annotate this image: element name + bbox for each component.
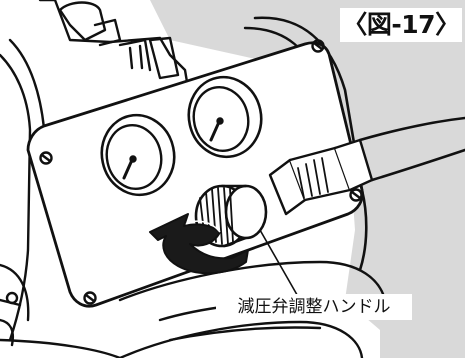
callout-leader-line — [259, 229, 301, 301]
pressure-gauge-left — [100, 113, 176, 197]
background-shade — [150, 0, 465, 358]
panel-screws — [39, 39, 363, 305]
regulator-knob — [194, 184, 268, 248]
frame-tube-right — [253, 16, 368, 272]
pressure-gauge-right — [187, 75, 263, 159]
figure-number-label: 〈図-17〉 — [340, 8, 462, 42]
tank-curve — [118, 320, 364, 358]
top-post — [148, 36, 180, 80]
top-bracket — [38, 0, 192, 102]
top-clamp — [58, 1, 107, 42]
top-fins — [118, 38, 152, 72]
air-hose — [358, 116, 465, 182]
top-clamp-tab — [93, 18, 122, 47]
front-panel — [26, 41, 364, 308]
hose-coupler — [268, 138, 374, 216]
left-frame-inner — [8, 38, 47, 142]
regulator-handle-label: 減圧弁調整ハンドル — [216, 294, 412, 320]
left-bolt — [5, 291, 19, 305]
bottom-tube — [0, 338, 122, 358]
lower-housing — [118, 260, 387, 302]
rotation-arrow-icon — [149, 213, 249, 275]
left-frame-outer — [0, 53, 32, 342]
